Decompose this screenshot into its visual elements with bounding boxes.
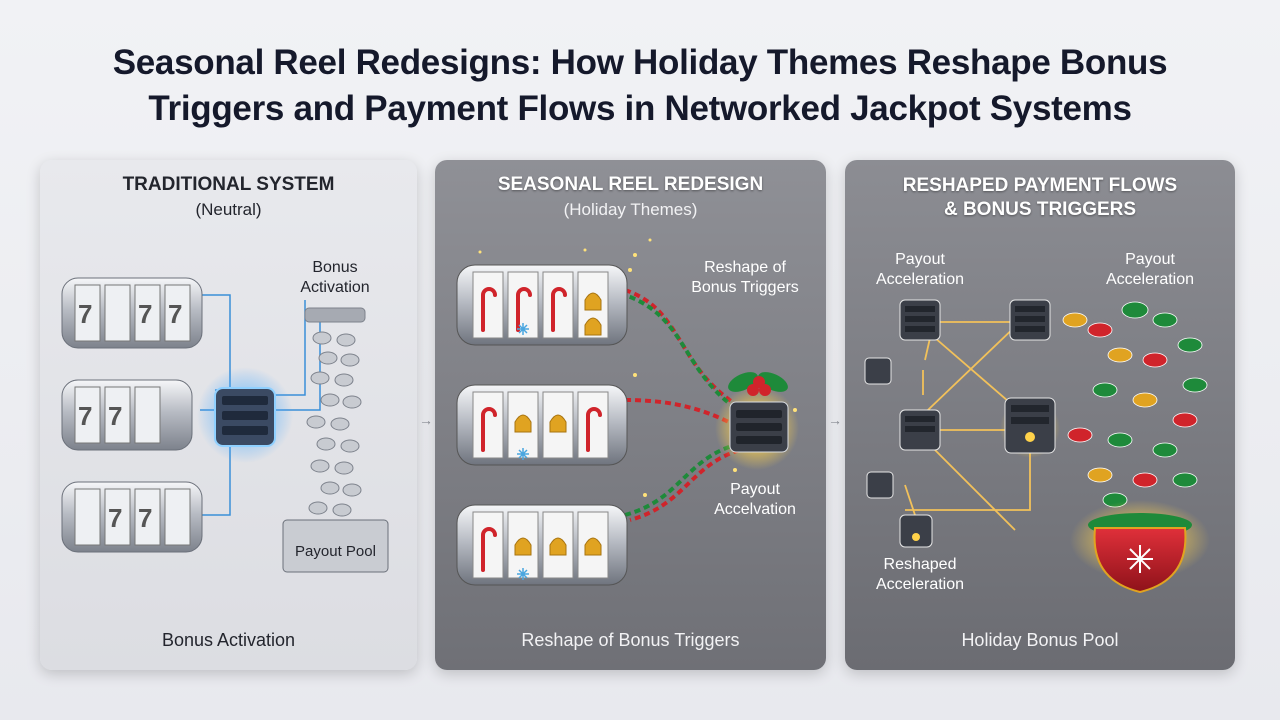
payout-left-line-2: Acceleration [875, 271, 965, 288]
page-title: Seasonal Reel Redesigns: How Holiday The… [0, 40, 1280, 132]
traditional-system-panel: 7 7 7 7 7 7 7 [40, 160, 417, 670]
payout-line-2: Accelvation [714, 501, 796, 518]
slot-reel-icon: 7 7 [61, 379, 193, 451]
panel2-subheading: (Holiday Themes) [563, 200, 698, 219]
panel2-footer: Reshape of Bonus Triggers [521, 630, 740, 650]
server-hub-icon [899, 299, 941, 341]
svg-text:7: 7 [108, 401, 122, 431]
bell-icon [584, 292, 602, 336]
reshaped-line-1: Reshaped [883, 556, 957, 573]
bonus-activation-line-2: Activation [300, 279, 370, 296]
sparkle-icons [478, 238, 797, 497]
panel1-footer: Bonus Activation [161, 630, 296, 650]
svg-text:7: 7 [138, 299, 152, 329]
panel2-heading-text: SEASONAL REEL REDESIGN [497, 174, 764, 195]
payout-pool-box [282, 519, 389, 573]
bonus-activation-line-1: Bonus [312, 259, 358, 276]
payout-acceleration-right-label: Payout Acceleration [1085, 250, 1215, 290]
snowflake-icon [517, 323, 529, 580]
payout-accelvation-label: Payout Accelvation [690, 480, 820, 520]
slot-reel-icon: 7 7 7 [61, 277, 203, 349]
panel1-subheading: (Neutral) [195, 200, 262, 219]
candy-cane-icon [481, 287, 567, 332]
payout-line-1: Payout [730, 481, 780, 498]
panel3-heading-line-1: RESHAPED PAYMENT FLOWS [902, 175, 1178, 196]
arrow-right-icon: → [828, 412, 842, 428]
seasonal-redesign-panel: SEASONAL REEL REDESIGN (Holiday Themes) … [435, 160, 826, 670]
reshaped-diagram [864, 299, 1210, 594]
payout-acceleration-left-label: Payout Acceleration [855, 250, 985, 290]
payout-right-line-2: Acceleration [1105, 271, 1195, 288]
reshaped-flows-panel: RESHAPED PAYMENT FLOWS & BONUS TRIGGERS … [845, 160, 1235, 670]
reshape-line-2: Bonus Triggers [691, 279, 799, 296]
seasonal-diagram [456, 238, 799, 586]
reshaped-acceleration-label: Reshaped Acceleration [855, 555, 985, 595]
payout-left-line-1: Payout [895, 251, 945, 268]
bell-icon [514, 414, 567, 433]
slot-reel-icon [456, 384, 628, 466]
svg-text:7: 7 [138, 503, 152, 533]
payout-right-line-1: Payout [1125, 251, 1175, 268]
server-hub-icon [866, 471, 894, 499]
reshaped-line-2: Acceleration [875, 576, 965, 593]
coin-stream [1062, 301, 1208, 508]
reshape-line-1: Reshape of [704, 259, 786, 276]
panel2-heading: SEASONAL REEL REDESIGN [435, 174, 826, 196]
svg-text:7: 7 [78, 401, 92, 431]
payout-pool-label: Payout Pool [295, 543, 376, 560]
svg-text:7: 7 [168, 299, 182, 329]
panel3-heading: RESHAPED PAYMENT FLOWS & BONUS TRIGGERS [845, 174, 1235, 222]
server-hub-icon [197, 367, 293, 463]
slot-reel-icon: 7 7 [61, 481, 203, 553]
panel1-heading: TRADITIONAL SYSTEM [40, 174, 417, 196]
svg-text:7: 7 [108, 503, 122, 533]
server-hub-icon [1009, 299, 1051, 341]
server-hub-icon [899, 514, 933, 548]
candy-cane-icon [481, 527, 497, 572]
server-hub-icon [729, 401, 789, 453]
server-hub-icon [1004, 397, 1056, 454]
bonus-activation-label: Bonus Activation [280, 258, 390, 298]
bell-icon [514, 537, 602, 556]
candy-cane-icon [481, 407, 602, 452]
coin-stack-icon [304, 307, 366, 517]
panel1-heading-text: TRADITIONAL SYSTEM [122, 174, 335, 195]
arrow-right-icon: → [419, 412, 433, 428]
traditional-diagram: 7 7 7 7 7 7 7 [61, 277, 389, 573]
server-hub-icon [899, 409, 941, 451]
title-line-1: Seasonal Reel Redesigns: How Holiday The… [112, 43, 1168, 82]
panel3-footer: Holiday Bonus Pool [961, 630, 1119, 650]
treasure-pot-icon [1088, 513, 1192, 594]
server-hub-icon [864, 357, 892, 385]
svg-text:7: 7 [78, 299, 92, 329]
reshape-label: Reshape of Bonus Triggers [680, 258, 810, 298]
holly-icon [728, 372, 788, 396]
panel3-heading-line-2: & BONUS TRIGGERS [943, 199, 1137, 220]
title-line-2: Triggers and Payment Flows in Networked … [148, 89, 1132, 128]
